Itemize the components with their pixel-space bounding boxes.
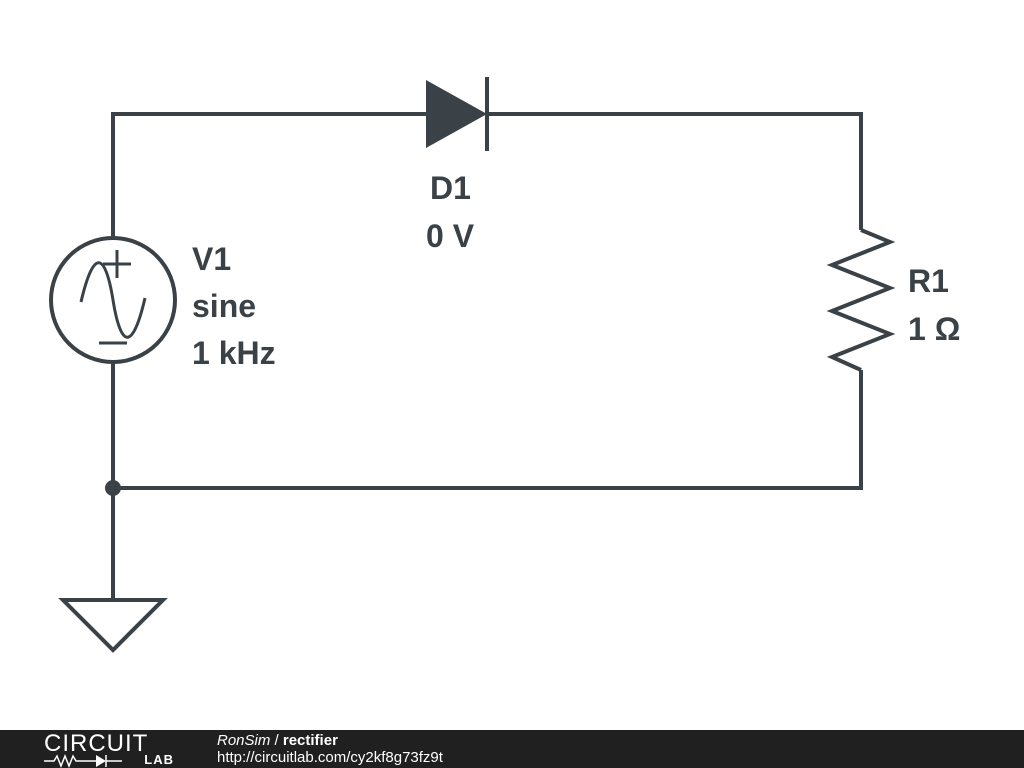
circuit-title[interactable]: rectifier (282, 732, 338, 749)
resistor-zigzag (826, 228, 896, 372)
circuitlab-logo[interactable]: CIRCUIT LAB (44, 732, 174, 768)
logo-wordmark: CIRCUIT (44, 730, 149, 757)
circuit-url[interactable]: http://circuitlab.com/cy2kf8g73fz9t (217, 749, 443, 766)
sine-source-circle (49, 236, 177, 364)
logo-circuit-icon (44, 754, 122, 768)
author-link[interactable]: RonSim (217, 732, 271, 749)
r1-designator-label: R1 (908, 263, 949, 299)
footer-title-line: RonSim / rectifier (217, 732, 443, 749)
schematic-drawing (49, 77, 896, 653)
title-separator: / (270, 732, 283, 749)
d1-designator-label: D1 (430, 170, 471, 206)
logo-lab-text: LAB (144, 752, 174, 767)
footer-bar: CIRCUIT LAB RonSim / rectifier http://ci… (0, 730, 1024, 768)
v1-frequency-label: 1 kHz (192, 335, 276, 371)
v1-type-label: sine (192, 288, 257, 324)
r1-value-label: 1 Ω (908, 311, 961, 347)
sine-wave (79, 261, 147, 339)
diode-triangle (426, 80, 487, 148)
footer-info: RonSim / rectifier http://circuitlab.com… (217, 732, 443, 766)
junction-node (105, 480, 121, 496)
ground-symbol (58, 598, 168, 653)
v1-designator-label: V1 (192, 241, 232, 277)
d1-value-label: 0 V (426, 218, 475, 254)
